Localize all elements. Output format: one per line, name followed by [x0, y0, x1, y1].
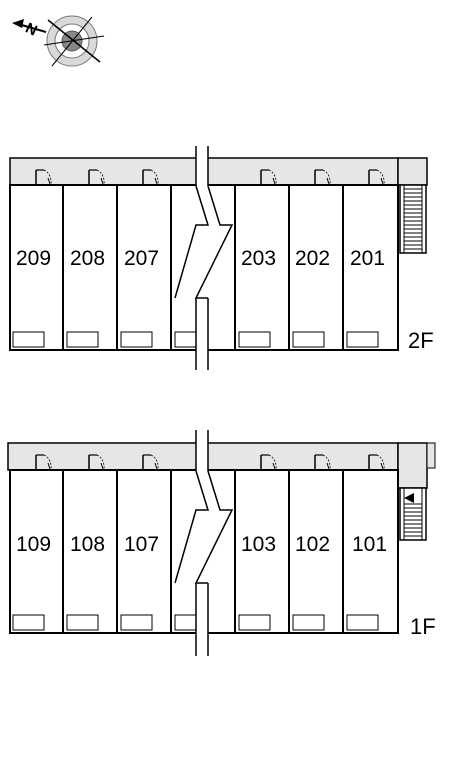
door-icon [35, 169, 52, 186]
floor-label: 1F [410, 614, 436, 639]
unit-101: 101 [342, 469, 399, 634]
unit-number: 109 [16, 533, 51, 556]
door-icon [314, 169, 331, 186]
unit-number: 103 [241, 533, 276, 556]
door-icon [142, 454, 159, 471]
door-icon [260, 169, 277, 186]
unit-number: 107 [124, 533, 159, 556]
doors [35, 454, 385, 471]
unit-103: 103 [234, 469, 290, 634]
door-icon [314, 454, 331, 471]
floor-1f: 109 108 107 103 102 101 [7, 430, 436, 656]
unit-109: 109 [9, 469, 64, 634]
unit-number: 201 [350, 247, 385, 270]
door-icon [368, 169, 385, 186]
door-icon [260, 454, 277, 471]
unit-208: 208 [62, 184, 118, 351]
unit-number: 101 [352, 533, 387, 556]
unit-207: 207 [116, 184, 172, 351]
north-label: N [23, 20, 40, 40]
floor-2f: 209 208 207 203 202 2 [9, 146, 434, 370]
unit-107: 107 [116, 469, 172, 634]
compass-rose-icon: N [12, 15, 105, 67]
unit-209: 209 [9, 184, 64, 351]
unit-number: 209 [16, 247, 51, 270]
unit-number: 207 [124, 247, 159, 270]
unit-number: 108 [70, 533, 105, 556]
unit-number: 208 [70, 247, 105, 270]
unit-201: 201 [342, 184, 399, 351]
door-icon [88, 454, 105, 471]
staircase [399, 184, 427, 254]
unit-203: 203 [234, 184, 290, 351]
unit-108: 108 [62, 469, 118, 634]
unit-number: 102 [295, 533, 330, 556]
doors [35, 169, 385, 186]
stair-treads [404, 188, 422, 250]
door-icon [142, 169, 159, 186]
break-line [174, 430, 234, 656]
door-icon [35, 454, 52, 471]
floor-label: 2F [408, 328, 434, 353]
door-icon [368, 454, 385, 471]
stair-landing [397, 442, 428, 489]
stair-landing [397, 157, 428, 186]
break-line [174, 146, 234, 370]
unit-202: 202 [288, 184, 344, 351]
staircase [399, 487, 427, 541]
unit-number: 203 [241, 247, 276, 270]
unit-number: 202 [295, 247, 330, 270]
stair-treads [404, 503, 422, 537]
door-icon [88, 169, 105, 186]
unit-102: 102 [288, 469, 344, 634]
